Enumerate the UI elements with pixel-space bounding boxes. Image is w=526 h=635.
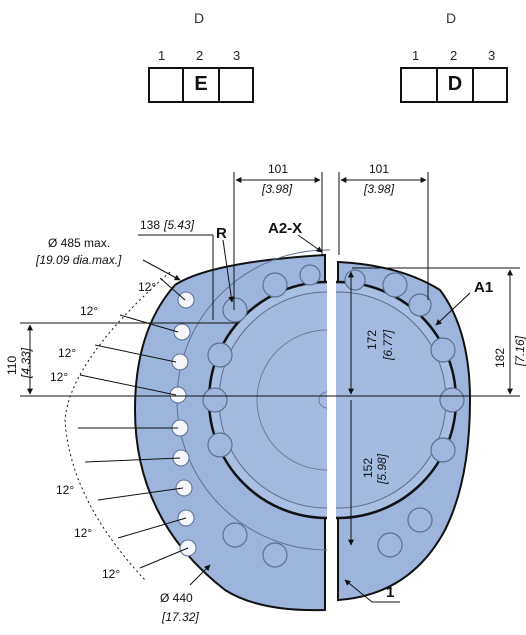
dia-440: Ø 440	[160, 591, 193, 605]
code-box-letter: E	[194, 73, 208, 95]
code-box-1	[400, 67, 438, 103]
dia-440-in: [17.32]	[161, 610, 199, 624]
label-a2x: A2-X	[268, 220, 302, 237]
code-box-2: E	[182, 67, 220, 103]
dim-101-left: 101	[268, 162, 288, 176]
angle-12: 12°	[102, 567, 120, 581]
position-number: 1	[158, 48, 166, 63]
dim-182: 182	[493, 348, 507, 368]
position-number: 2	[450, 48, 458, 63]
dim-152-in: [5.98]	[375, 453, 389, 485]
label-a1: A1	[474, 279, 493, 296]
code-block-left: D 1 2 3 E	[148, 0, 258, 120]
dim-172-in: [6.77]	[381, 329, 395, 361]
angle-12: 12°	[80, 304, 98, 318]
code-box-1	[148, 67, 184, 103]
dim-101-right: 101	[369, 162, 389, 176]
code-block-right: D 1 2 3 D	[400, 0, 510, 120]
dim-101-right-in: [3.98]	[363, 182, 395, 196]
code-top-letter: D	[446, 10, 457, 26]
label-r: R	[216, 225, 227, 242]
dim-138-in: [5.43]	[163, 218, 195, 232]
angle-12: 12°	[56, 483, 74, 497]
code-top-letter: D	[194, 10, 205, 26]
dim-101-left-in: [3.98]	[261, 182, 293, 196]
motor-body-right	[336, 260, 472, 602]
dim-110-in: [4.33]	[19, 347, 33, 379]
dim-182-in: [7.16]	[513, 335, 526, 367]
dim-172: 172	[365, 330, 379, 350]
edge-holes-left	[169, 291, 197, 557]
angle-12: 12°	[138, 280, 156, 294]
angle-12: 12°	[58, 346, 76, 360]
dim-152: 152	[361, 458, 375, 478]
dim-138: 138	[140, 218, 160, 232]
code-box-2: D	[436, 67, 474, 103]
ring-bolts-left	[202, 264, 321, 568]
position-number: 3	[233, 48, 241, 63]
code-box-3	[218, 67, 254, 103]
dim-110: 110	[5, 356, 19, 375]
position-number: 2	[196, 48, 204, 63]
code-box-3	[472, 67, 508, 103]
dia-485: Ø 485 max.	[48, 236, 110, 250]
dimension-lines	[20, 172, 520, 603]
label-1: 1	[386, 584, 394, 601]
dia-485-in: [19.09 dia.max.]	[35, 253, 122, 267]
angle-12: 12°	[74, 526, 92, 540]
position-number: 1	[412, 48, 420, 63]
code-box-letter: D	[447, 73, 463, 95]
position-number: 3	[488, 48, 496, 63]
angle-12: 12°	[50, 370, 68, 384]
